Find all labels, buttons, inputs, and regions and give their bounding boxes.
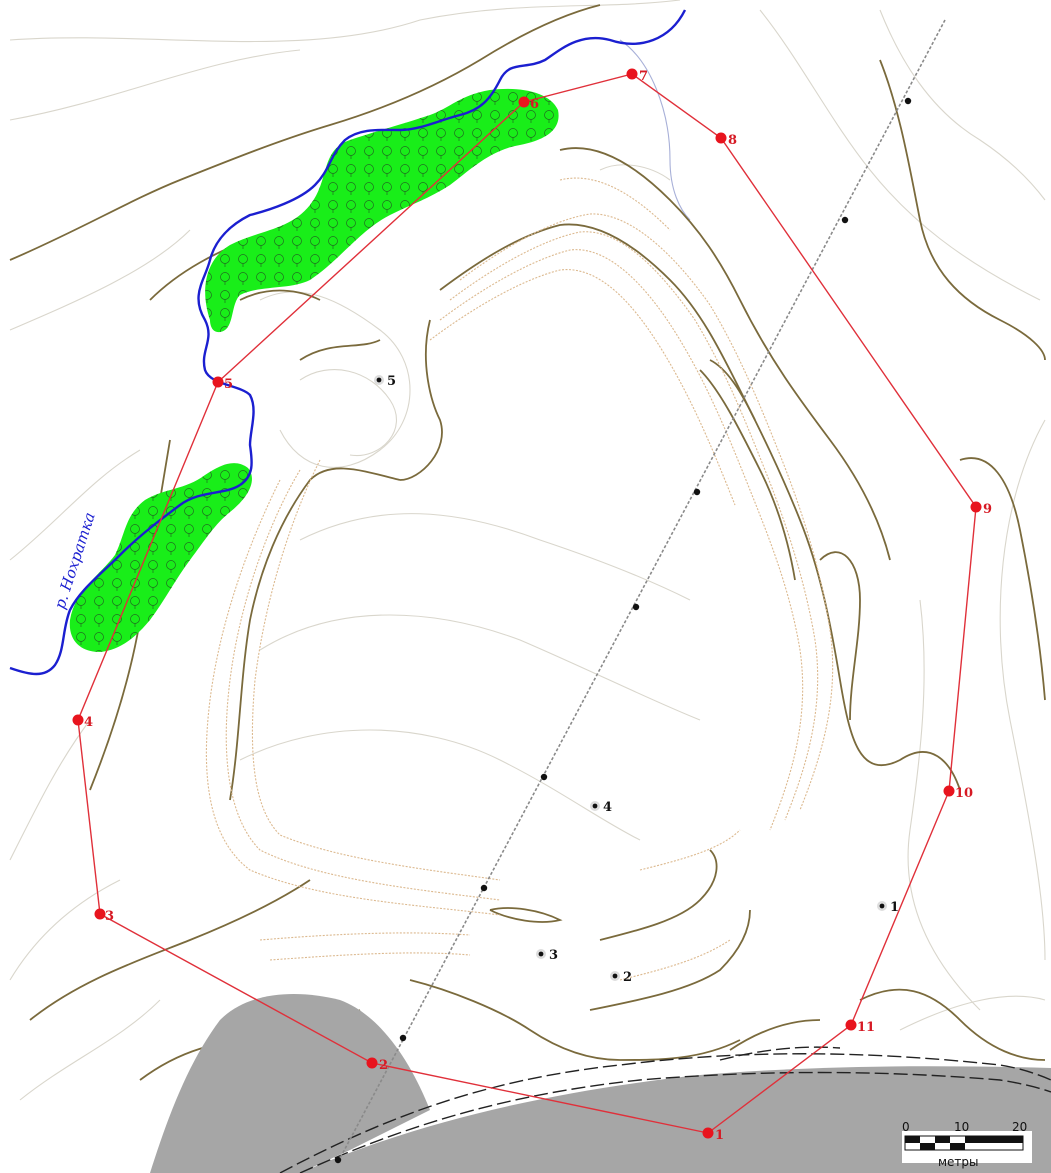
gray-areas: [150, 994, 1051, 1173]
boundary-point-7: 7: [626, 68, 648, 84]
svg-text:4: 4: [84, 715, 93, 730]
quarry-area: [150, 994, 430, 1173]
boundary-point-9: 9: [970, 501, 992, 517]
svg-text:3: 3: [105, 909, 114, 924]
svg-text:2: 2: [379, 1058, 388, 1073]
scale-bar: 0 10 20 метры: [902, 1120, 1032, 1169]
boundary-point-1: 1: [702, 1127, 724, 1143]
background-contours: [9, 0, 1046, 1101]
svg-text:5: 5: [224, 377, 233, 392]
svg-text:1: 1: [715, 1128, 724, 1143]
svg-text:9: 9: [983, 502, 992, 517]
road-area: [300, 1066, 1051, 1173]
test-pits: 1 2 3 4 5: [374, 374, 899, 985]
svg-text:8: 8: [728, 133, 737, 148]
scale-unit: метры: [938, 1155, 979, 1169]
boundary-point-2: 2: [366, 1057, 388, 1073]
road-lines: [279, 1046, 1051, 1173]
svg-text:5: 5: [387, 374, 396, 389]
svg-text:4: 4: [603, 800, 612, 815]
boundary-vertices: 1 2 3 4 5 6 7 8 9 10 11: [72, 68, 992, 1143]
site-boundary: [77, 73, 977, 1134]
svg-text:2: 2: [623, 970, 632, 985]
svg-text:7: 7: [639, 69, 648, 84]
pit-2: 2: [610, 970, 632, 985]
svg-text:1: 1: [890, 900, 899, 915]
pit-1: 1: [877, 900, 899, 915]
pit-3: 3: [536, 948, 558, 963]
pit-4: 4: [590, 800, 612, 815]
boundary-point-4: 4: [72, 714, 93, 730]
svg-text:3: 3: [549, 948, 558, 963]
forest-patches: [69, 88, 559, 652]
transect-line: [334, 19, 946, 1164]
scale-tick-0: 0: [902, 1120, 910, 1134]
scale-tick-10: 10: [954, 1120, 969, 1134]
boundary-point-6: 6: [518, 96, 539, 112]
boundary-point-10: 10: [943, 785, 973, 801]
boundary-point-5: 5: [212, 376, 233, 392]
boundary-point-8: 8: [715, 132, 737, 148]
pit-5: 5: [374, 374, 396, 389]
scale-tick-20: 20: [1012, 1120, 1027, 1134]
boundary-point-3: 3: [94, 908, 114, 924]
boundary-point-11: 11: [845, 1019, 875, 1035]
rampart-contours: [205, 177, 834, 981]
svg-text:6: 6: [530, 97, 539, 112]
svg-text:11: 11: [857, 1020, 875, 1035]
svg-text:10: 10: [955, 786, 973, 801]
